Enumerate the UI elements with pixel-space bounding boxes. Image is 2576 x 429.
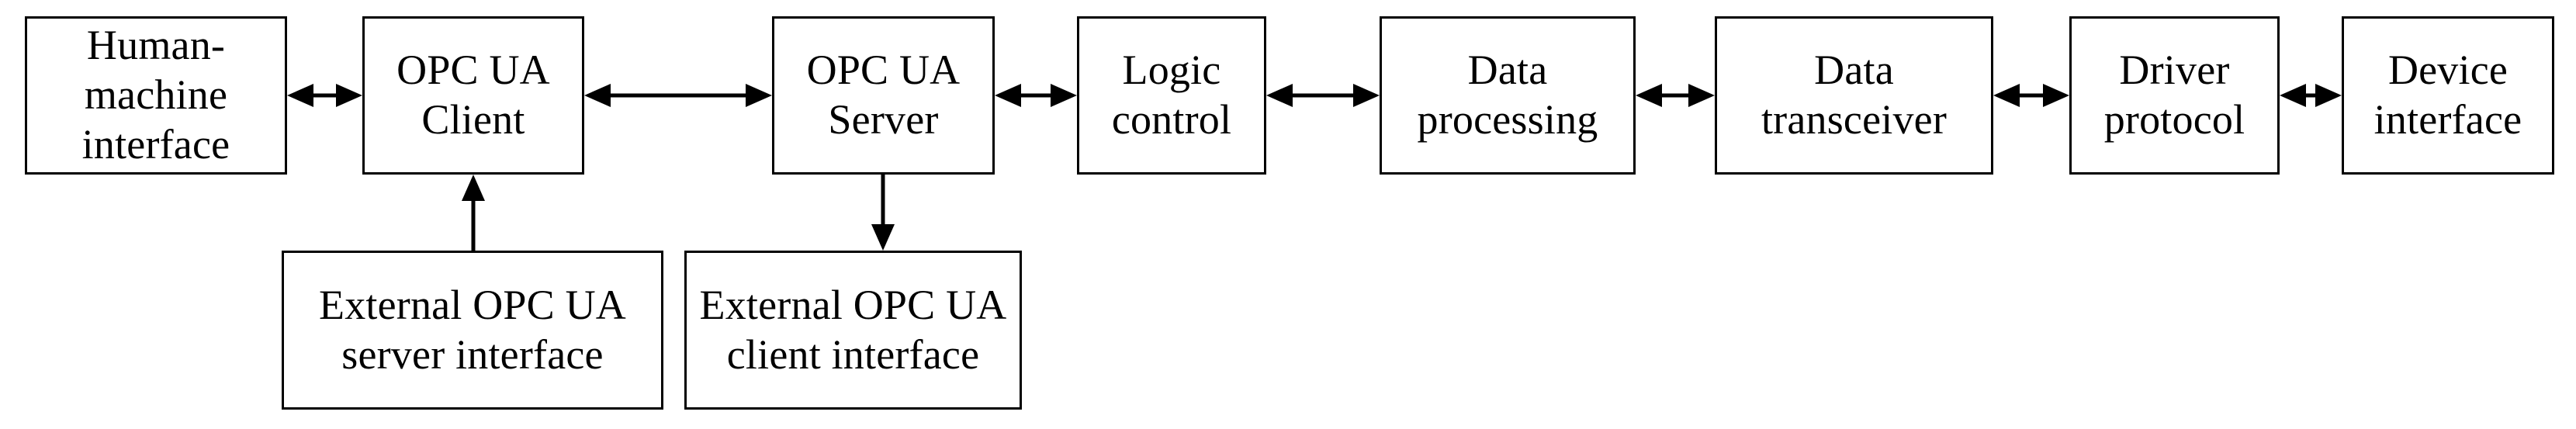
arrowhead-end-logic-control-to-data-processing [1353,84,1380,107]
edge-driver-protocol-to-device-interface [2280,84,2342,107]
edge-data-processing-to-data-transceiver [1636,84,1715,107]
edge-logic-control-to-data-processing [1266,84,1380,107]
node-label-external-opc-ua-server-interface: External OPC UA server interface [319,281,626,378]
node-opc-ua-client: OPC UA Client [362,16,584,175]
arrowhead-end-hmi-to-client [336,84,362,107]
arrowhead-end-external-server-interface-to-client [462,175,485,201]
arrowhead-end-server-to-external-client-interface [871,224,895,251]
node-label-data-processing: Data processing [1417,47,1598,143]
node-human-machine-interface: Human- machine interface [25,16,287,175]
node-label-device-interface: Device interface [2373,47,2522,143]
arrowhead-start-data-transceiver-to-driver-protocol [1993,84,2020,107]
arrowhead-end-data-transceiver-to-driver-protocol [2043,84,2069,107]
edge-external-server-interface-to-client [462,175,485,251]
arrowhead-end-driver-protocol-to-device-interface [2315,84,2342,107]
node-label-driver-protocol: Driver protocol [2103,47,2245,143]
node-logic-control: Logic control [1077,16,1266,175]
arrowhead-end-data-processing-to-data-transceiver [1688,84,1715,107]
arrowhead-start-logic-control-to-data-processing [1266,84,1293,107]
edge-server-to-logic-control [995,84,1077,107]
arrowhead-start-hmi-to-client [287,84,313,107]
arrowhead-start-data-processing-to-data-transceiver [1636,84,1662,107]
node-label-human-machine-interface: Human- machine interface [81,22,230,168]
node-driver-protocol: Driver protocol [2069,16,2280,175]
arrowhead-start-driver-protocol-to-device-interface [2280,84,2306,107]
edge-server-to-external-client-interface [871,175,895,251]
node-label-logic-control: Logic control [1111,47,1232,143]
node-opc-ua-server: OPC UA Server [772,16,995,175]
edge-client-to-server [584,84,772,107]
node-label-data-transceiver: Data transceiver [1761,47,1948,143]
arrowhead-start-client-to-server [584,84,611,107]
node-data-processing: Data processing [1380,16,1636,175]
edge-data-transceiver-to-driver-protocol [1993,84,2069,107]
node-label-opc-ua-server: OPC UA Server [806,47,961,143]
node-data-transceiver: Data transceiver [1715,16,1993,175]
arrowhead-end-client-to-server [746,84,772,107]
node-label-opc-ua-client: OPC UA Client [396,47,550,143]
edge-hmi-to-client [287,84,362,107]
node-external-opc-ua-client-interface: External OPC UA client interface [684,251,1022,410]
node-external-opc-ua-server-interface: External OPC UA server interface [282,251,663,410]
arrowhead-end-server-to-logic-control [1051,84,1077,107]
node-label-external-opc-ua-client-interface: External OPC UA client interface [699,281,1007,378]
node-device-interface: Device interface [2342,16,2554,175]
arrowhead-start-server-to-logic-control [995,84,1021,107]
